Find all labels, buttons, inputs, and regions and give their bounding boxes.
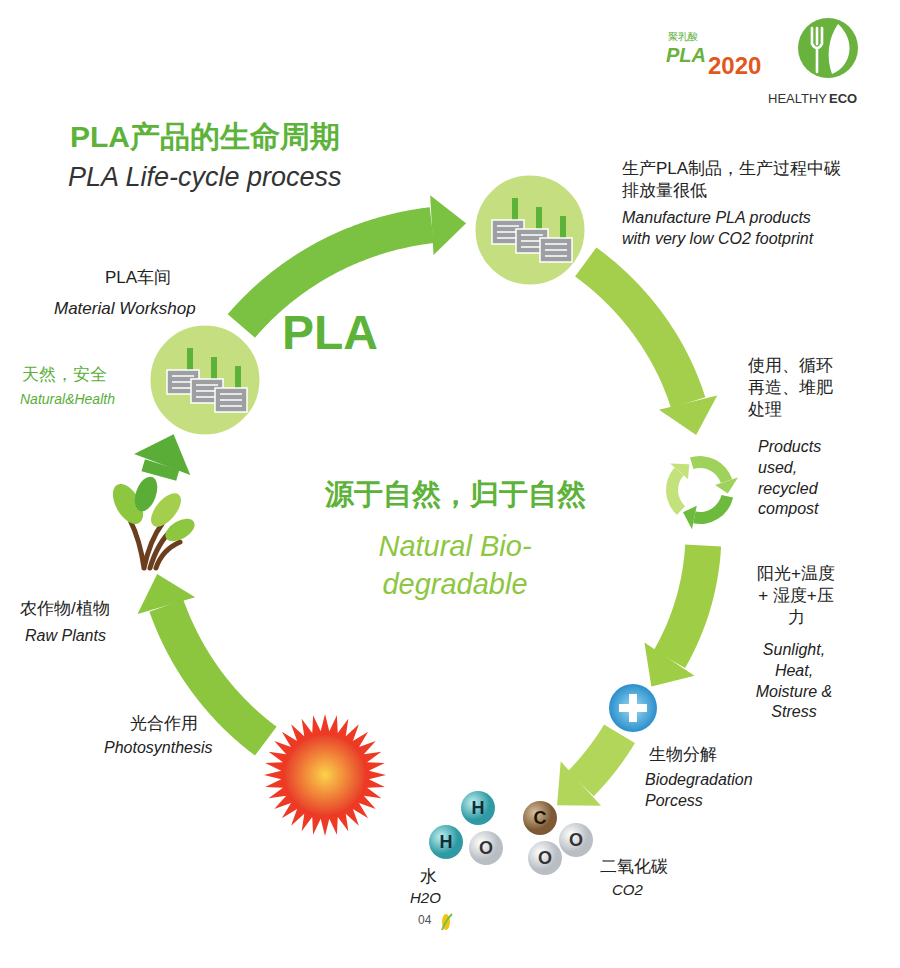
arrow-head <box>644 643 694 687</box>
text-label: Sunlight, Heat, Moisture & Stress <box>748 640 840 723</box>
arrow-body <box>581 734 620 784</box>
recycle-shape <box>650 440 750 540</box>
cycle-arrow <box>134 434 190 476</box>
recycle-node: 使用、循环再造、堆肥处理Products used, recycled comp… <box>650 440 750 540</box>
mol-node: O <box>528 841 562 875</box>
stage-text: 使用、循环再造、堆肥处理 <box>748 355 840 421</box>
mol-node: C <box>523 801 557 835</box>
arrow-head <box>659 395 717 435</box>
atom-symbol: O <box>469 831 503 865</box>
stage-text: Manufacture PLA products with very low C… <box>622 208 837 250</box>
sun-node: 光合作用Photosynthesis <box>263 713 387 837</box>
stage-text: 生产PLA制品，生产过程中碳排放量很低 <box>622 158 850 202</box>
plant-shape <box>110 480 190 570</box>
text-label: Natural Bio-degradable <box>320 528 590 603</box>
mol-node: H <box>461 791 495 825</box>
stage-text: Raw Plants <box>25 626 106 647</box>
sun-shape <box>263 713 387 837</box>
text-label: 源于自然，归于自然 <box>290 476 620 514</box>
text-label: 水 <box>420 866 437 888</box>
arrow-head <box>134 434 190 475</box>
arrow-head <box>430 195 466 255</box>
text-label: ECO <box>829 91 857 108</box>
stage-text: Material Workshop <box>54 298 196 320</box>
stage-text: PLA车间 <box>105 267 171 289</box>
cycle-arrow <box>557 734 619 806</box>
plant-node: 农作物/植物Raw Plants <box>110 480 190 570</box>
text-label: H2O <box>410 888 441 908</box>
factory-shape <box>472 172 588 288</box>
text-label: 2020 <box>708 50 761 81</box>
stage-text: Natural&Health <box>20 390 115 408</box>
atom-symbol: C <box>523 801 557 835</box>
arrow-head <box>138 574 196 614</box>
stage-text: Photosynthesis <box>104 738 213 759</box>
stage-text: Biodegradation Porcess <box>645 770 785 812</box>
stage-text: 生物分解 <box>649 744 717 766</box>
text-label: 聚乳酸 <box>668 30 698 43</box>
mol-node: O <box>469 831 503 865</box>
atom-symbol: H <box>461 791 495 825</box>
text-label: 二氧化碳 <box>600 856 668 878</box>
atom-symbol: O <box>559 823 593 857</box>
cycle-arrow <box>586 262 718 435</box>
text-label: PLA <box>282 302 378 364</box>
stage-text: 农作物/植物 <box>20 598 110 620</box>
mol-node: O <box>559 823 593 857</box>
text-label: HEALTHY <box>768 91 827 108</box>
stage-text: Products used, recycled compost <box>758 437 850 520</box>
mol-node: H <box>429 825 463 859</box>
arrow-body <box>159 465 162 476</box>
stage-text: 光合作用 <box>130 713 198 735</box>
stage-text: 天然，安全 <box>22 364 107 386</box>
atom-symbol: H <box>429 825 463 859</box>
arrow-body <box>669 545 703 659</box>
factory-node: 生产PLA制品，生产过程中碳排放量很低Manufacture PLA produ… <box>472 172 588 288</box>
cycle-arrow <box>644 545 703 686</box>
text-label: 阳光+温度 + 湿度+压力 <box>752 563 840 629</box>
text-label: 04 <box>418 913 431 929</box>
factory-node: PLA车间Material Workshop天然，安全Natural&Healt… <box>147 322 263 438</box>
page-corn-icon <box>442 914 452 930</box>
plus-node: 生物分解Biodegradation Porcess <box>609 684 657 732</box>
atom-symbol: O <box>528 841 562 875</box>
text-label: PLA Life-cycle process <box>68 160 342 195</box>
factory-shape <box>147 322 263 438</box>
text-label: CO2 <box>612 880 643 900</box>
text-label: PLA <box>666 42 706 68</box>
arrow-head <box>557 761 601 805</box>
diagram-title: PLA产品的生命周期 <box>70 117 340 156</box>
arrow-body <box>586 262 688 403</box>
logo-icon <box>798 18 858 78</box>
plus-shape <box>609 684 657 732</box>
